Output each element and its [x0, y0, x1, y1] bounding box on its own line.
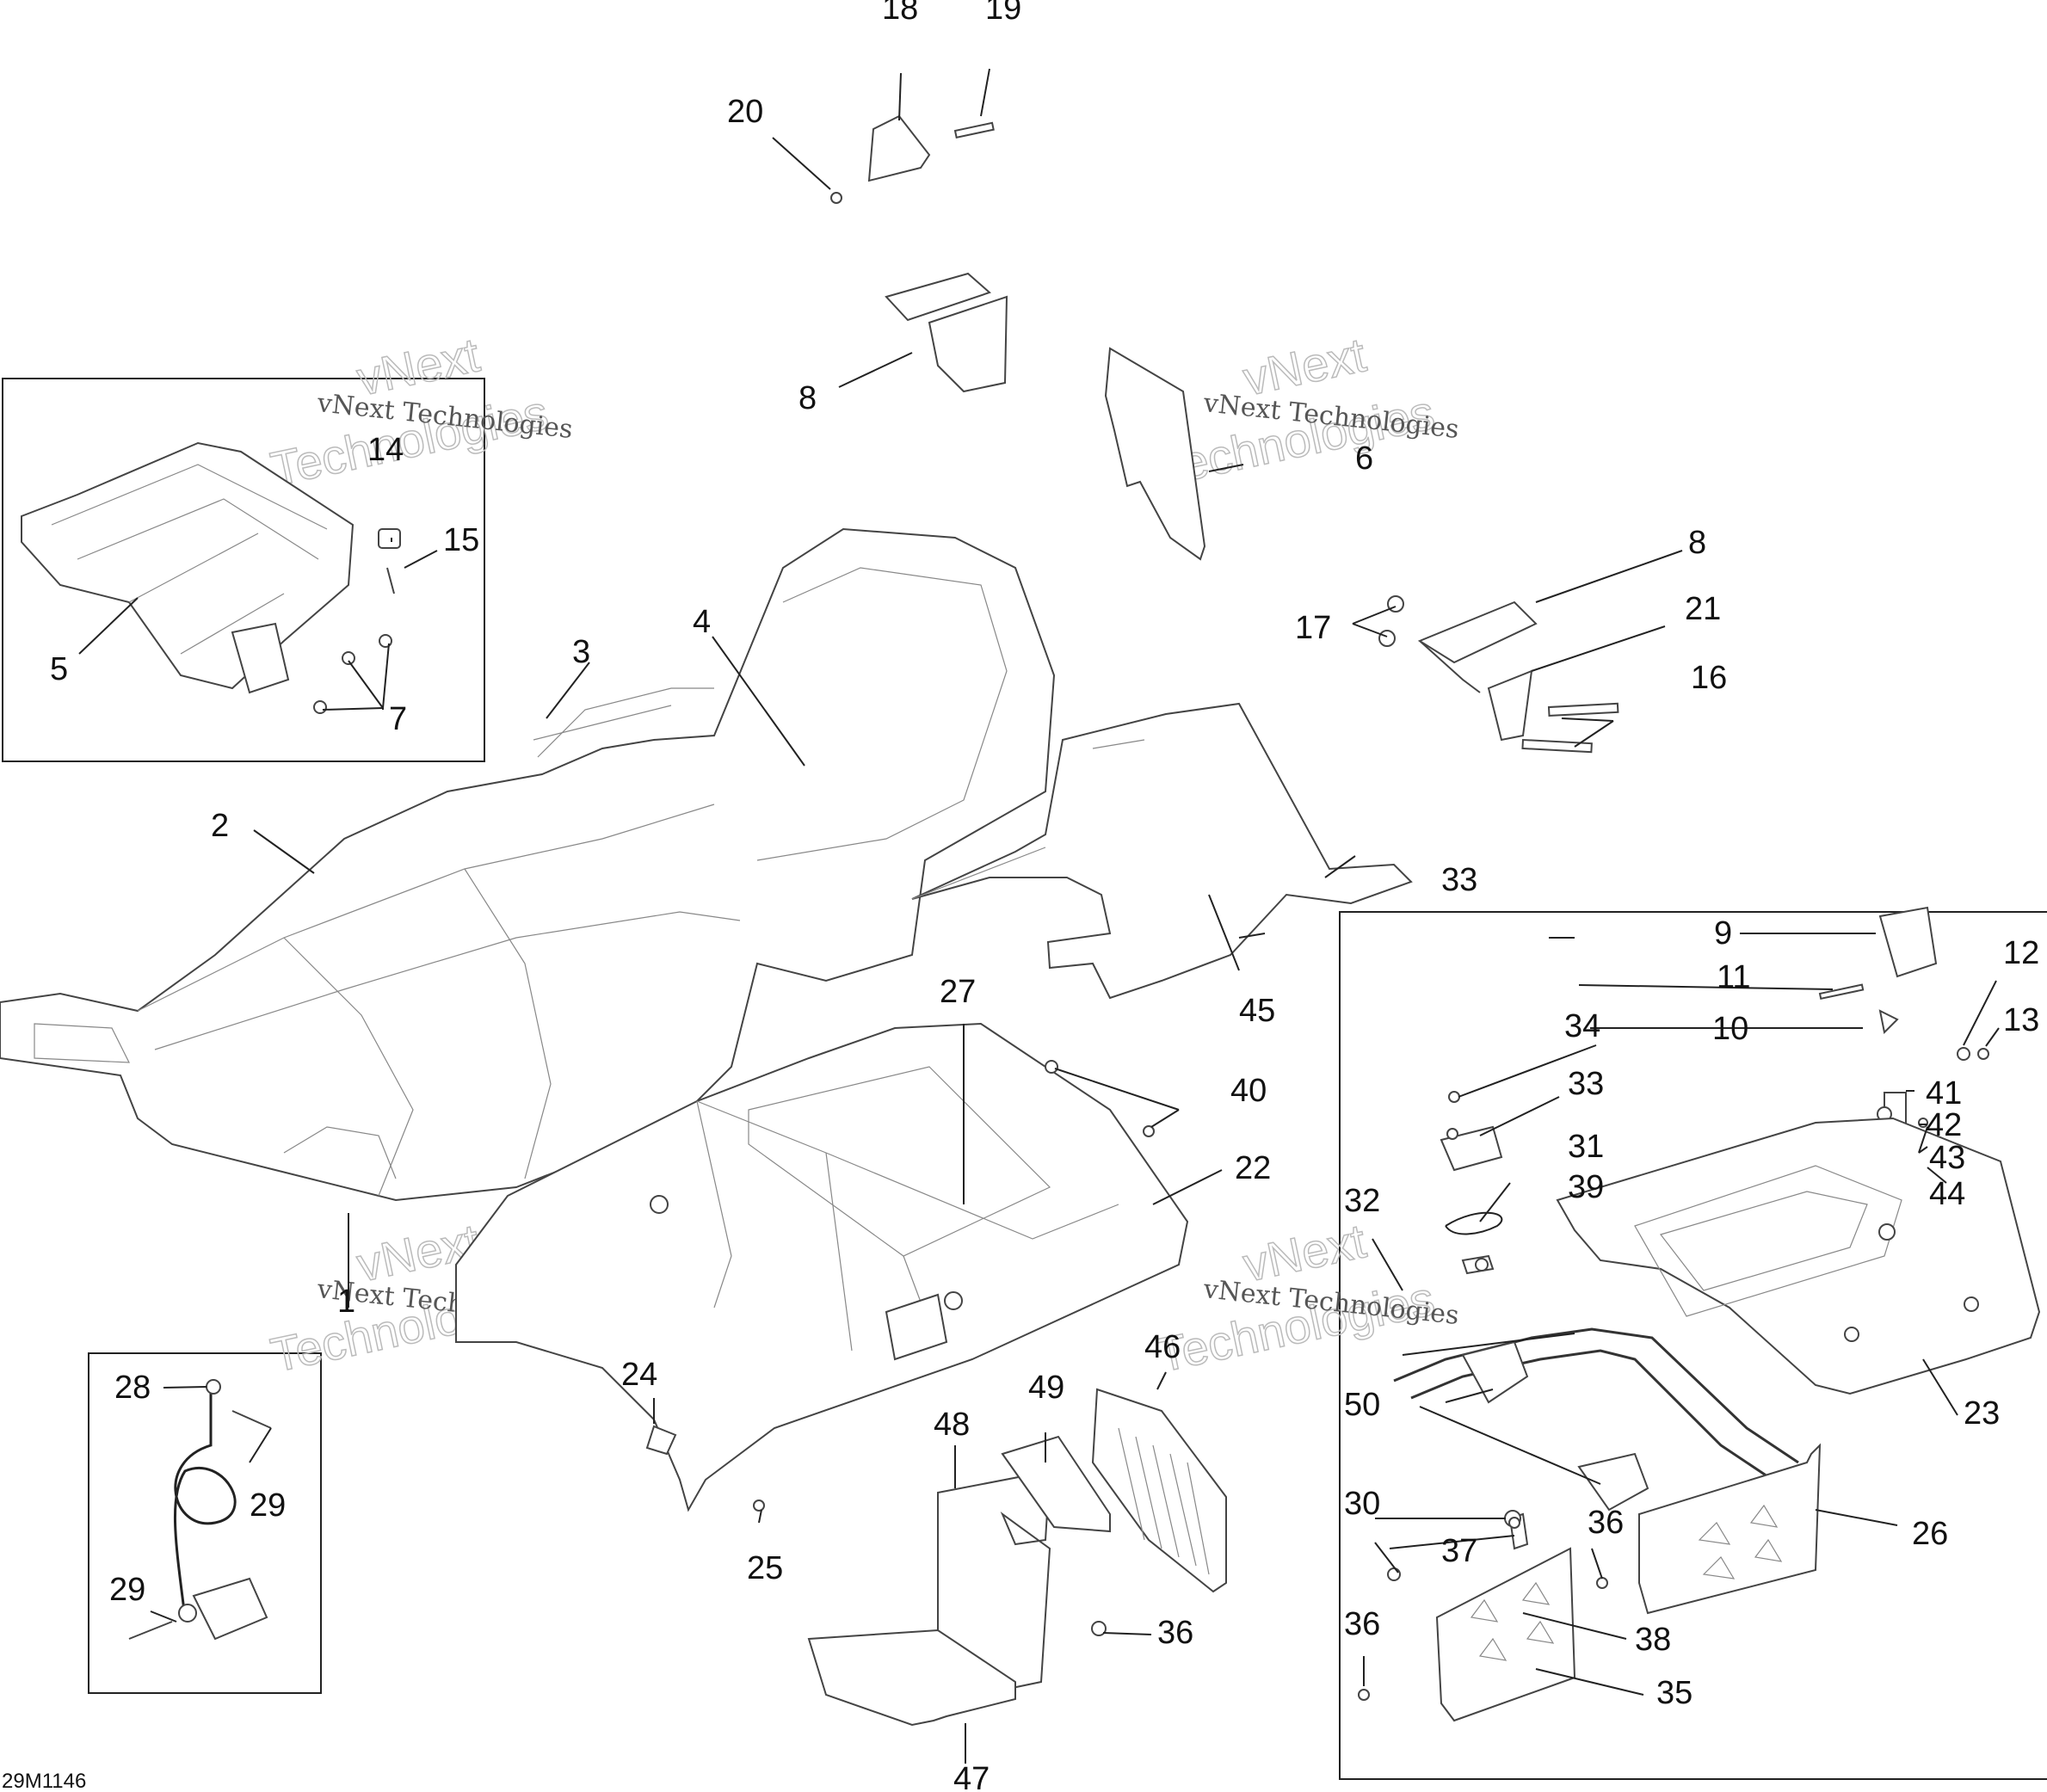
callout-24: 24 [621, 1357, 657, 1393]
callout-30: 30 [1344, 1486, 1380, 1522]
callout-14: 14 [367, 432, 404, 468]
leader-lines [78, 68, 2000, 1764]
callout-6: 6 [1355, 440, 1373, 477]
callout-11: 11 [1717, 959, 1750, 995]
part-storage-box [807, 1388, 1227, 1727]
callout-41: 41 [1926, 1075, 1962, 1112]
callout-23: 23 [1964, 1395, 2000, 1432]
callout-3: 3 [572, 634, 590, 670]
callout-5: 5 [50, 651, 68, 687]
callout-21: 21 [1685, 591, 1721, 627]
callout-8-right: 8 [1688, 525, 1706, 561]
callout-numbers: 1 2 3 4 5 6 7 8 8 9 10 11 12 13 14 15 16… [50, 0, 2039, 1792]
callout-17: 17 [1295, 610, 1331, 646]
callout-36-right: 36 [1588, 1505, 1624, 1541]
callout-13: 13 [2003, 1002, 2039, 1038]
callout-45: 45 [1239, 993, 1275, 1029]
inset-frame-backrest-mount [1339, 911, 2047, 1780]
part-tether-cord [128, 1379, 272, 1641]
callout-20: 20 [727, 94, 763, 130]
callout-35: 35 [1656, 1675, 1692, 1711]
part-seat [0, 527, 1056, 1202]
diagram-code: 29M1146 [2, 1770, 86, 1792]
callout-37: 37 [1441, 1533, 1477, 1569]
callout-33-inset: 33 [1568, 1066, 1604, 1102]
part-support-tube [1393, 1327, 1799, 1512]
part-mounting-plate-35 [1358, 1510, 1608, 1722]
callout-15: 15 [443, 522, 479, 558]
callout-12: 12 [2003, 935, 2039, 971]
callout-47: 47 [953, 1761, 990, 1792]
callout-42: 42 [1926, 1107, 1962, 1143]
watermark-top-left: vNext Technologies vNext Technologies [266, 327, 575, 497]
callout-48: 48 [934, 1407, 970, 1443]
callout-26: 26 [1912, 1516, 1948, 1552]
callout-44: 44 [1929, 1176, 1965, 1212]
callout-27: 27 [940, 974, 976, 1010]
callout-18: 18 [882, 0, 918, 27]
callout-29-lower: 29 [109, 1572, 145, 1608]
callout-50: 50 [1344, 1387, 1380, 1423]
part-storage-tub [455, 1022, 1189, 1512]
inset-frame-rear-rack [2, 378, 485, 762]
callout-4: 4 [693, 604, 711, 640]
callout-39: 39 [1568, 1169, 1604, 1205]
callout-25: 25 [747, 1550, 783, 1586]
callout-49: 49 [1028, 1370, 1064, 1406]
callout-1: 1 [337, 1284, 355, 1320]
callout-36-left: 36 [1344, 1606, 1380, 1642]
callout-19: 19 [985, 0, 1021, 27]
part-hardware-40-24-25 [645, 1060, 1155, 1512]
callout-22: 22 [1235, 1150, 1271, 1186]
callout-28: 28 [114, 1370, 151, 1406]
callout-40: 40 [1230, 1073, 1267, 1109]
part-handle-top [885, 272, 1008, 393]
part-floor-mat [911, 702, 1413, 1000]
callout-10: 10 [1712, 1011, 1748, 1047]
callout-7: 7 [389, 701, 407, 737]
part-top-bracket [830, 114, 995, 204]
part-mounting-plate-26 [1638, 1443, 1822, 1615]
watermark-bottom-right: vNext Technologies vNext Technologies [1152, 1213, 1461, 1383]
callout-29-upper: 29 [250, 1487, 286, 1524]
callout-36-box: 36 [1157, 1615, 1193, 1651]
part-backrest-plate [1104, 347, 1206, 561]
part-rear-rack [21, 441, 355, 694]
callout-33-mat: 33 [1441, 862, 1477, 898]
callout-16: 16 [1691, 660, 1727, 696]
callout-2: 2 [211, 808, 229, 844]
callout-8-top: 8 [798, 380, 817, 416]
callout-38: 38 [1635, 1622, 1671, 1658]
watermark-top-right: vNext Technologies vNext Technologies [1152, 327, 1461, 497]
callout-31: 31 [1568, 1129, 1604, 1165]
callout-32: 32 [1344, 1183, 1380, 1219]
callout-34: 34 [1564, 1008, 1600, 1044]
part-backrest-frame [1556, 1117, 2041, 1395]
callout-46: 46 [1144, 1329, 1181, 1365]
callout-43: 43 [1929, 1140, 1965, 1176]
part-handle-right [1378, 595, 1619, 754]
callout-9: 9 [1714, 915, 1732, 951]
inset-frame-tether [88, 1352, 322, 1694]
